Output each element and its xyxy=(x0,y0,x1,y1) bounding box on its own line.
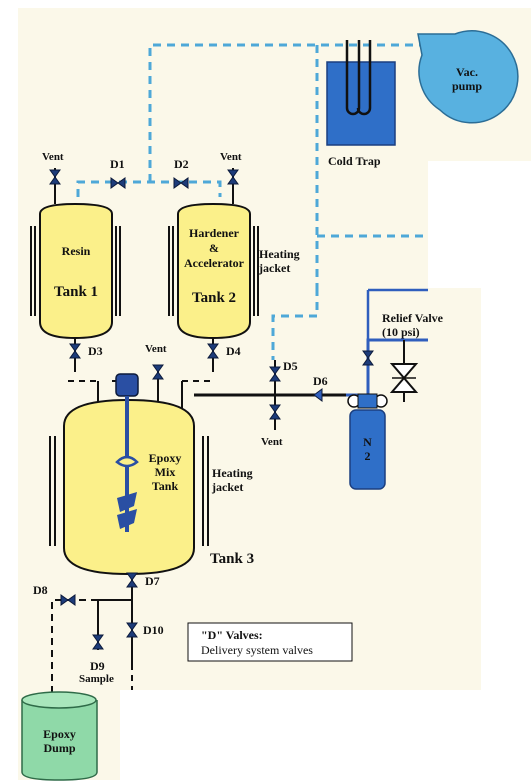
vacuum-line xyxy=(76,43,428,360)
stirrer xyxy=(115,373,139,532)
tank3-content-label: Epoxy Mix Tank xyxy=(148,451,182,493)
relief-valve-label: Relief Valve (10 psi) xyxy=(382,311,443,339)
nitrogen-line xyxy=(194,288,428,430)
valve-d2-label: D2 xyxy=(174,157,189,171)
legend-text: Delivery system valves xyxy=(201,643,313,657)
vacuum-pump xyxy=(417,30,519,124)
drain-line xyxy=(51,572,138,694)
heating-jacket-top-label: Heating jacket xyxy=(259,247,300,275)
legend-title: "D" Valves: xyxy=(201,628,263,642)
tank1-content-label: Resin xyxy=(61,244,91,258)
tank2-vent-label: Vent xyxy=(220,151,242,163)
heating-jacket-mid-label: Heating jacket xyxy=(212,466,253,494)
valve-d5-label: D5 xyxy=(283,359,298,373)
valve-d6-label: D6 xyxy=(313,374,328,388)
legend-box xyxy=(187,622,353,662)
valve-d10-label: D10 xyxy=(143,623,164,637)
sample-label: Sample xyxy=(79,673,114,685)
tank1-name-label: Tank 1 xyxy=(53,284,99,300)
tank-2 xyxy=(168,202,259,340)
valve-d3-label: D3 xyxy=(88,344,103,358)
cold-trap-label: Cold Trap xyxy=(328,154,381,168)
tank2-content-label: Hardener & Accelerator xyxy=(184,226,244,270)
valve-d1-label: D1 xyxy=(110,157,125,171)
top-valves xyxy=(49,168,239,204)
n2-cylinder xyxy=(347,393,388,490)
valve-d4-label: D4 xyxy=(226,344,241,358)
manifold-vent-label: Vent xyxy=(261,436,283,448)
tank1-vent-label: Vent xyxy=(42,151,64,163)
valve-d8-label: D8 xyxy=(33,583,48,597)
tank2-name-label: Tank 2 xyxy=(191,290,237,306)
epoxy-dump-label: Epoxy Dump xyxy=(43,727,76,755)
vac-pump-label: Vac. pump xyxy=(451,65,483,93)
tank3-name-label: Tank 3 xyxy=(210,551,255,567)
tank3-vent-label: Vent xyxy=(145,343,167,355)
tank-1 xyxy=(30,202,121,340)
cold-trap xyxy=(326,40,396,146)
valve-d7-label: D7 xyxy=(145,574,160,588)
n2-label: N 2 xyxy=(363,435,372,463)
epoxy-dump xyxy=(21,691,98,781)
valve-d9-label: D9 xyxy=(90,659,105,673)
